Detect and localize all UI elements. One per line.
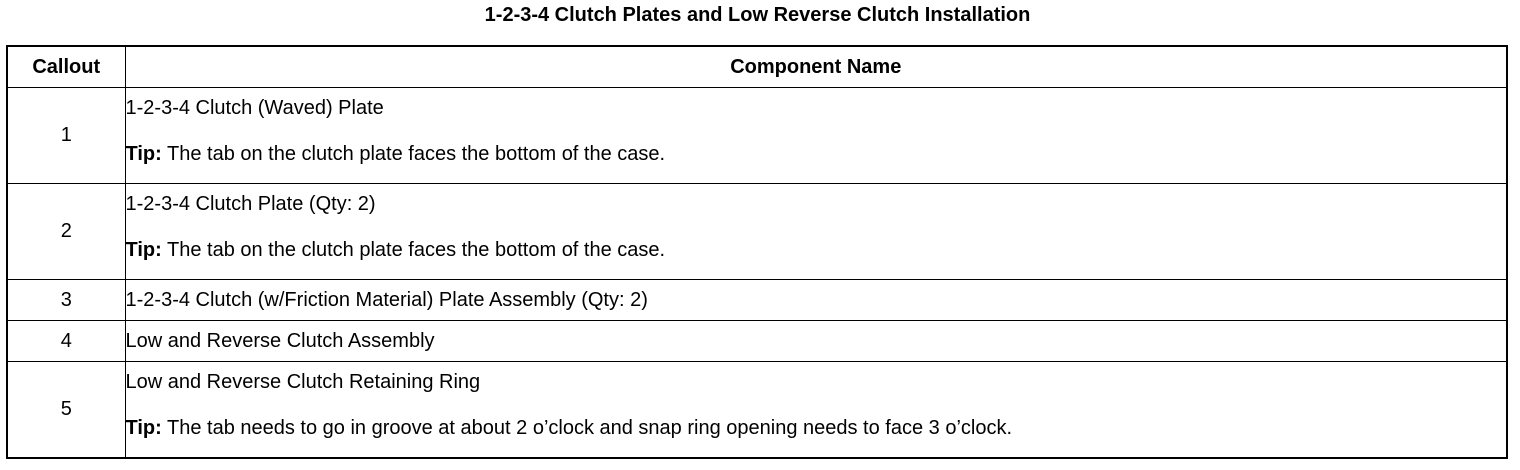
table-row: 5 Low and Reverse Clutch Retaining Ring …: [6, 361, 1508, 459]
component-cell: Low and Reverse Clutch Retaining Ring Ti…: [124, 361, 1508, 459]
component-name: 1-2-3-4 Clutch Plate (Qty: 2): [125, 193, 376, 215]
tip-note: Tip: The tab needs to go in groove at ab…: [126, 416, 1507, 440]
tip-label: Tip:: [125, 143, 162, 165]
component-name: Low and Reverse Clutch Assembly: [125, 330, 435, 352]
page-title: 1-2-3-4 Clutch Plates and Low Reverse Cl…: [484, 4, 1031, 26]
table-row: 2 1-2-3-4 Clutch Plate (Qty: 2) Tip: The…: [6, 183, 1508, 280]
tip-text: The tab on the clutch plate faces the bo…: [167, 143, 666, 165]
callout-cell: 4: [6, 320, 126, 362]
callout-cell: 3: [6, 279, 126, 321]
table-header-row: Callout Component Name: [6, 45, 1508, 88]
table-row: 3 1-2-3-4 Clutch (w/Friction Material) P…: [6, 279, 1508, 321]
callout-cell: 2: [6, 183, 126, 280]
component-cell: 1-2-3-4 Clutch (Waved) Plate Tip: The ta…: [124, 87, 1508, 184]
component-name: Low and Reverse Clutch Retaining Ring: [125, 371, 481, 393]
tip-text: The tab needs to go in groove at about 2…: [167, 417, 1013, 439]
component-cell: 1-2-3-4 Clutch Plate (Qty: 2) Tip: The t…: [124, 183, 1508, 280]
component-cell: 1-2-3-4 Clutch (w/Friction Material) Pla…: [124, 279, 1508, 321]
tip-label: Tip:: [125, 417, 162, 439]
tip-label: Tip:: [125, 239, 162, 261]
component-name: 1-2-3-4 Clutch (Waved) Plate: [125, 97, 384, 119]
tip-note: Tip: The tab on the clutch plate faces t…: [126, 142, 1507, 166]
table-row: 1 1-2-3-4 Clutch (Waved) Plate Tip: The …: [6, 87, 1508, 184]
column-header-callout: Callout: [6, 45, 126, 88]
component-cell: Low and Reverse Clutch Assembly: [124, 320, 1508, 362]
callout-cell: 1: [6, 87, 126, 184]
callout-cell: 5: [6, 361, 126, 459]
table-row: 4 Low and Reverse Clutch Assembly: [6, 320, 1508, 362]
column-header-component-name: Component Name: [124, 45, 1508, 88]
tip-text: The tab on the clutch plate faces the bo…: [167, 239, 666, 261]
component-table: Callout Component Name 1 1-2-3-4 Clutch …: [6, 45, 1508, 459]
component-name: 1-2-3-4 Clutch (w/Friction Material) Pla…: [125, 289, 648, 311]
tip-note: Tip: The tab on the clutch plate faces t…: [126, 238, 1507, 262]
